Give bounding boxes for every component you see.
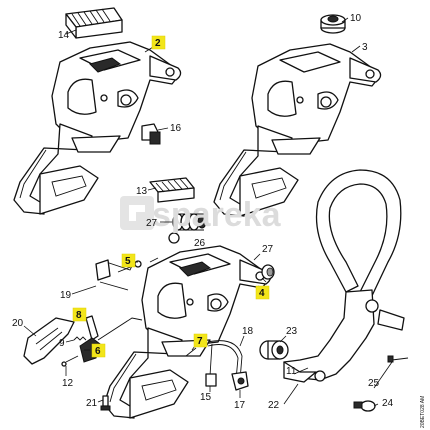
callout-3: 3 xyxy=(362,42,368,53)
callout-23: 23 xyxy=(286,326,298,337)
callout-8-highlight: 8 xyxy=(72,307,87,322)
callout-19: 19 xyxy=(60,290,72,301)
callout-12: 12 xyxy=(62,378,74,389)
callout-numbers: 14 10 3 16 13 27 26 27 19 20 9 12 18 23 … xyxy=(12,13,394,411)
callout-7: 7 xyxy=(197,336,203,347)
part-24-cap xyxy=(353,400,376,412)
drawing-reference: 20BET028 AM xyxy=(420,396,426,428)
highlighted-callouts: 2 5 4 8 6 7 xyxy=(72,35,270,358)
part-8-lever xyxy=(85,315,99,341)
callout-18: 18 xyxy=(242,326,254,337)
part-20-cover xyxy=(23,317,75,365)
part-16-plug xyxy=(141,123,161,145)
callout-24: 24 xyxy=(382,398,394,409)
callout-16: 16 xyxy=(170,123,182,134)
callout-2-highlight: 2 xyxy=(151,35,166,50)
callout-26: 26 xyxy=(194,238,206,249)
callout-5: 5 xyxy=(125,256,131,267)
callout-8: 8 xyxy=(76,310,82,321)
callout-4: 4 xyxy=(259,288,265,299)
callout-5-highlight: 5 xyxy=(121,253,136,268)
part-4-housing xyxy=(103,245,272,419)
spareka-watermark: spareka xyxy=(120,196,282,234)
part-26-cap xyxy=(261,264,275,280)
callout-22: 22 xyxy=(268,400,280,411)
part-10-cap xyxy=(320,14,346,34)
part-13-insert xyxy=(149,177,195,203)
part-18-hose xyxy=(207,340,243,381)
callout-2: 2 xyxy=(155,38,161,49)
callout-10: 10 xyxy=(350,13,362,24)
part-27-av-elements xyxy=(168,213,207,244)
callout-14: 14 xyxy=(58,30,70,41)
callout-27b: 27 xyxy=(262,244,274,255)
part-15-fitting xyxy=(205,373,217,387)
part-12-pin xyxy=(61,355,79,367)
callout-20: 20 xyxy=(12,318,24,329)
part-23-av-mount xyxy=(259,340,289,360)
part-17-fitting xyxy=(231,371,249,391)
callout-7-highlight: 7 xyxy=(193,333,208,348)
callout-27a: 27 xyxy=(146,218,158,229)
callout-13: 13 xyxy=(136,186,148,197)
callout-6-highlight: 6 xyxy=(91,343,106,358)
part-2-housing xyxy=(13,41,182,215)
callout-9: 9 xyxy=(59,338,65,349)
part-7-clip xyxy=(185,347,197,357)
callout-11: 11 xyxy=(286,366,297,377)
callout-6: 6 xyxy=(95,346,101,357)
callout-15: 15 xyxy=(200,392,212,403)
part-11-handlebar xyxy=(283,169,405,383)
part-21-screw xyxy=(100,395,111,411)
part-3-housing xyxy=(213,43,382,217)
part-9-spring xyxy=(73,336,87,341)
callout-21: 21 xyxy=(86,398,98,409)
watermark-text: spareka xyxy=(152,196,282,234)
part-25-screw xyxy=(387,355,409,363)
callout-25: 25 xyxy=(368,378,380,389)
callout-4-highlight: 4 xyxy=(255,285,270,300)
part-14-filter xyxy=(65,7,123,39)
callout-17: 17 xyxy=(234,400,246,411)
